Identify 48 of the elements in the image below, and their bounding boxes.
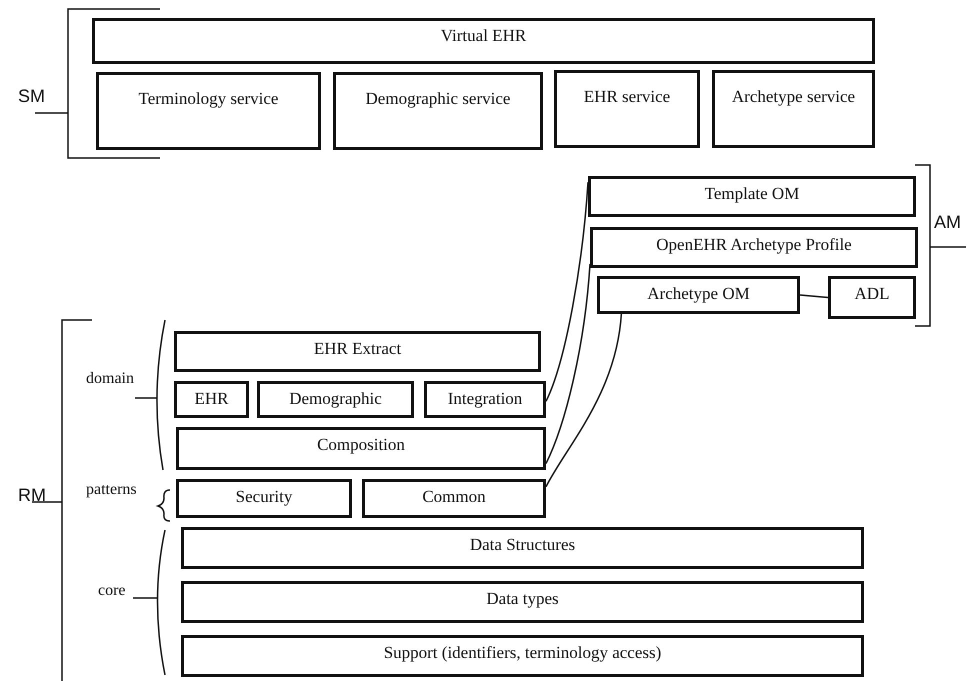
layer-box xyxy=(333,72,543,150)
layer-box xyxy=(712,70,875,148)
layer-name: Terminology service xyxy=(138,88,278,110)
layer-box xyxy=(96,72,321,150)
sublayer-label: domain xyxy=(86,370,134,388)
layer-box xyxy=(92,18,875,64)
sublayer-label: core xyxy=(98,582,126,600)
layer-name: Common xyxy=(422,486,486,508)
connector-line xyxy=(545,182,589,402)
layer-box xyxy=(590,227,918,268)
layer-name: Template OM xyxy=(704,183,800,205)
layer-box xyxy=(176,427,546,470)
layer-box xyxy=(176,479,352,518)
sublayer-label: patterns xyxy=(86,481,137,499)
connector-line xyxy=(545,314,622,488)
connector-line xyxy=(545,264,591,464)
layer-name: Virtual EHR xyxy=(440,25,526,47)
layer-box xyxy=(362,479,546,518)
layer-name: Support (identifiers, terminology access) xyxy=(384,642,662,664)
layer-name: ADL xyxy=(854,283,890,305)
layer-name: Demographic xyxy=(289,388,382,410)
layer-box xyxy=(174,331,541,372)
layer-name: OpenEHR Archetype Profile xyxy=(656,234,852,256)
layer-box xyxy=(828,276,916,319)
layer-name: Integration xyxy=(448,388,522,410)
layer-name: Demographic service xyxy=(366,88,510,110)
layer-box xyxy=(588,176,916,217)
layer-name: Data Structures xyxy=(470,534,576,556)
layer-name: Security xyxy=(236,486,292,508)
layer-box xyxy=(181,527,864,569)
layer-name: Archetype OM xyxy=(647,283,750,305)
layer-box xyxy=(174,381,249,418)
layer-name: Data types xyxy=(486,588,559,610)
layer-box xyxy=(257,381,414,418)
layer-name: Archetype service xyxy=(732,86,856,108)
layer-box xyxy=(181,635,864,677)
layer-name: EHR Extract xyxy=(314,338,402,360)
layer-group-label: SM xyxy=(18,86,45,107)
layer-box xyxy=(554,70,700,148)
layer-name: Composition xyxy=(317,434,405,456)
layer-name: EHR service xyxy=(584,86,670,108)
connector-line xyxy=(800,294,828,298)
layer-box xyxy=(424,381,546,418)
layer-name: EHR xyxy=(194,388,228,410)
layer-group-label: RM xyxy=(18,485,46,506)
layer-group-label: AM xyxy=(934,212,961,233)
layer-box xyxy=(597,276,800,314)
layer-box xyxy=(181,581,864,623)
